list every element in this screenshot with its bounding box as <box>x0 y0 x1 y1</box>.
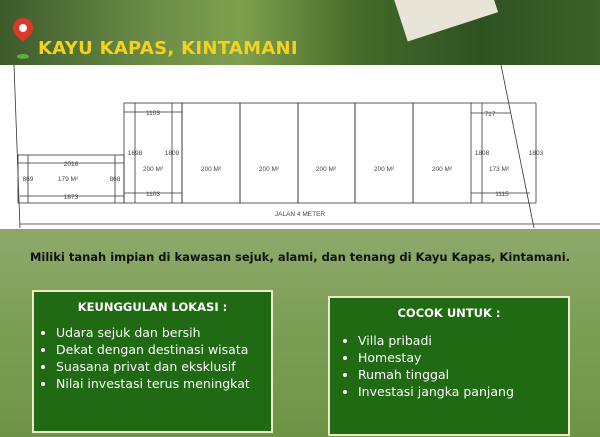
dim-top: 717 <box>485 111 496 118</box>
list-item: Villa pribadi <box>358 332 568 349</box>
list-item: Investasi jangka panjang <box>358 383 568 400</box>
lot-area: 200 M² <box>259 166 280 173</box>
advantages-box: KEUNGGULAN LOKASI : Udara sejuk dan bers… <box>32 290 273 433</box>
pin-base <box>17 54 29 59</box>
location-title: KAYU KAPAS, KINTAMANI <box>38 38 298 59</box>
lot-area: 173 M² <box>489 166 510 173</box>
dim-top: 1103 <box>146 110 160 117</box>
header-background-photo <box>0 0 600 65</box>
dim-depth-left: 1808 <box>475 150 490 157</box>
lot-3 <box>181 102 241 204</box>
dim-bottom: 1103 <box>146 191 160 198</box>
boundary-right <box>500 64 535 229</box>
dim-top-left: 2016 <box>64 161 79 168</box>
advantages-list: Udara sejuk dan bersih Dekat dengan dest… <box>34 324 271 392</box>
lot-4 <box>239 102 299 204</box>
suitable-for-box: COCOK UNTUK : Villa pribadi Homestay Rum… <box>328 296 570 436</box>
dim-depth-left: 1698 <box>128 150 143 157</box>
lot-5 <box>297 102 356 204</box>
lot-area: 200 M² <box>374 166 395 173</box>
site-plan: 2016 1873 869 868 179 M² 1103 1103 1698 … <box>0 64 600 229</box>
dim-bottom-left: 1873 <box>64 194 79 201</box>
lot-area: 200 M² <box>201 166 222 173</box>
dim-depth-left: 869 <box>23 176 34 183</box>
list-item: Nilai investasi terus meningkat <box>56 375 271 392</box>
dim-depth-right: 1809 <box>165 150 180 157</box>
advantages-heading: KEUNGGULAN LOKASI : <box>77 300 228 314</box>
list-item: Homestay <box>358 349 568 366</box>
lot-7 <box>412 102 472 204</box>
list-item: Rumah tinggal <box>358 366 568 383</box>
dim-depth-right: 1803 <box>529 150 544 157</box>
lot-area: 200 M² <box>432 166 453 173</box>
lot-area: 179 M² <box>58 176 79 183</box>
suitable-for-heading: COCOK UNTUK : <box>397 306 501 320</box>
list-item: Udara sejuk dan bersih <box>56 324 271 341</box>
lot-area: 200 M² <box>143 166 164 173</box>
boundary-left <box>13 64 21 229</box>
dim-depth-right: 868 <box>110 176 121 183</box>
dim-bottom: 1115 <box>495 191 509 198</box>
road-label: JALAN 4 METER <box>275 211 326 218</box>
lot-6 <box>354 102 414 204</box>
tagline: Miliki tanah impian di kawasan sejuk, al… <box>29 250 571 264</box>
lot-area: 200 M² <box>316 166 337 173</box>
list-item: Suasana privat dan eksklusif <box>56 358 271 375</box>
suitable-for-list: Villa pribadi Homestay Rumah tinggal Inv… <box>330 332 568 400</box>
list-item: Dekat dengan destinasi wisata <box>56 341 271 358</box>
